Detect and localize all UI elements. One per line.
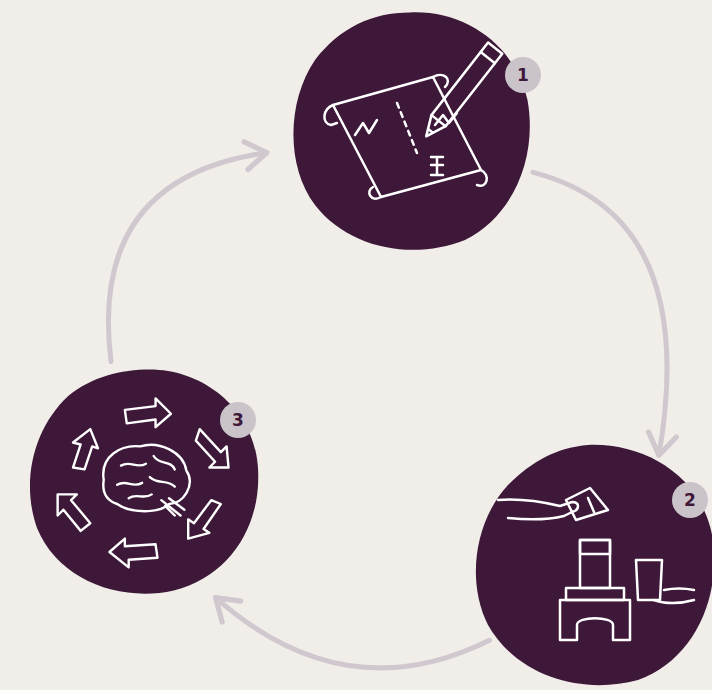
callout-number: 2	[684, 492, 696, 509]
brain-cycle-icon	[25, 360, 265, 600]
cycle-arrow	[533, 172, 667, 455]
callout-badge: 3	[220, 402, 256, 438]
cycle-arrow	[108, 153, 266, 362]
cycle-arrow	[216, 598, 490, 668]
blob-outline	[25, 360, 265, 600]
step-blob: 1	[285, 5, 535, 255]
callout-badge: 2	[672, 482, 708, 518]
step-blob: 2	[468, 440, 712, 690]
building-blocks-icon	[468, 440, 712, 690]
step-blob: 3	[25, 360, 265, 600]
map-pencil-icon	[285, 5, 535, 255]
blob-outline	[285, 5, 535, 255]
blob-outline	[468, 440, 712, 690]
callout-number: 3	[232, 412, 244, 429]
callout-badge: 1	[505, 57, 541, 93]
callout-number: 1	[517, 67, 529, 84]
